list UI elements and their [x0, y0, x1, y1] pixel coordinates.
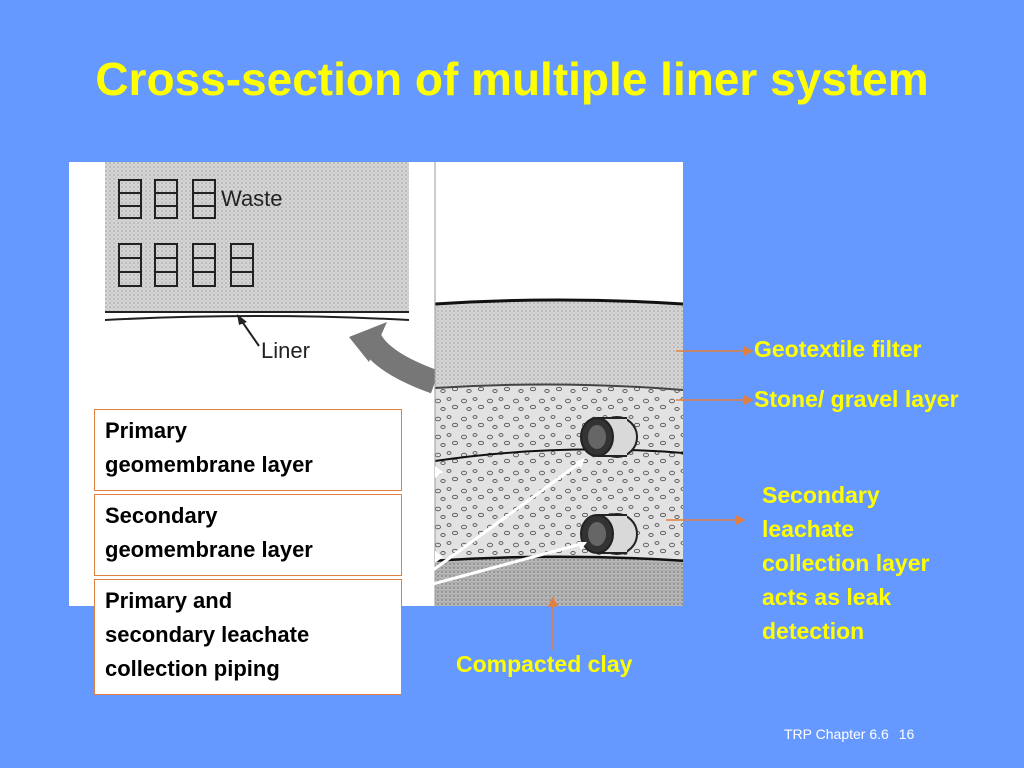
chapter-label: TRP Chapter 6.6	[784, 726, 889, 742]
waste-label: Waste	[221, 186, 283, 211]
box-line: geomembrane layer	[105, 452, 313, 477]
geotextile-layer	[435, 300, 683, 390]
callout-line: collection layer	[762, 550, 930, 576]
liner-pointer-head	[237, 314, 247, 325]
callout-line: acts as leak	[762, 584, 892, 610]
liner-label: Liner	[261, 338, 310, 363]
slide-footer: TRP Chapter 6.6 16	[784, 726, 920, 742]
callout-line: Secondary	[762, 482, 880, 508]
detail-layers	[434, 162, 683, 606]
waste-cells	[118, 179, 254, 287]
slide-title: Cross-section of multiple liner system	[95, 53, 929, 105]
compacted-clay-layer	[435, 558, 683, 606]
secondary-leachate-callout: Secondary leachate collection layer acts…	[762, 478, 1002, 648]
box-line: Primary	[105, 418, 187, 443]
box-line: secondary leachate	[105, 622, 310, 647]
callout-line: detection	[762, 618, 865, 644]
figure-pointers	[402, 460, 582, 594]
zoom-arrow-head	[349, 322, 387, 362]
collection-pipes	[580, 416, 638, 555]
liner-cross-section-figure: Waste Liner	[69, 162, 683, 606]
page-number: 16	[898, 726, 915, 742]
collection-piping-box: Primary and secondary leachate collectio…	[94, 579, 402, 695]
compacted-clay-callout: Compacted clay	[456, 651, 633, 677]
stone-gravel-callout: Stone/ gravel layer	[754, 386, 959, 412]
secondary-geomembrane-box: Secondary geomembrane layer	[94, 494, 402, 576]
box-line: Primary and	[105, 588, 233, 613]
box-line: collection piping	[105, 656, 280, 681]
box-line: geomembrane layer	[105, 537, 313, 562]
box-line: Secondary	[105, 503, 218, 528]
callout-line: leachate	[762, 516, 855, 542]
inset-liner-line	[104, 315, 410, 321]
primary-geomembrane-box: Primary geomembrane layer	[94, 409, 402, 491]
geotextile-filter-callout: Geotextile filter	[754, 336, 922, 362]
liner-pointer-line	[240, 319, 260, 347]
